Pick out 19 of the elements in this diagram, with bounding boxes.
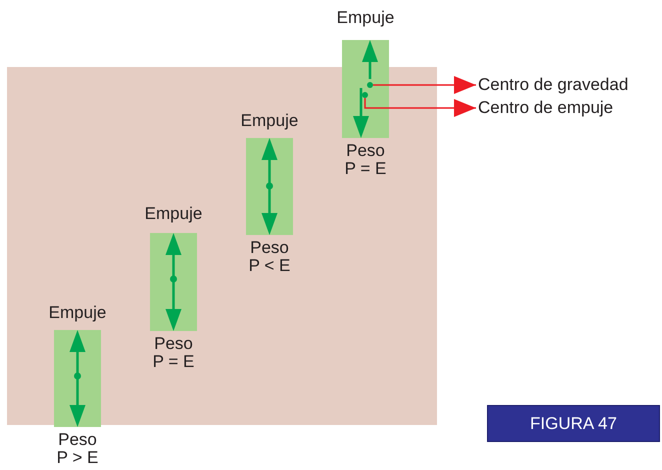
relation-label: P = E [344,159,386,179]
center-point [367,82,373,88]
center-point [362,92,368,98]
figure-number-label: FIGURA 47 [487,405,660,442]
force-label: Peso [58,430,97,450]
force-label: Empuje [240,111,298,131]
force-label: Empuje [48,303,106,323]
force-label: Peso [346,141,385,161]
callout-text: Centro de gravedad [478,75,628,95]
force-label: Peso [154,334,193,354]
relation-label: P < E [248,256,290,276]
force-label: Empuje [144,204,202,224]
leader-line [373,76,476,94]
callout-text: Centro de empuje [478,98,614,118]
force-label: Empuje [336,8,394,28]
force-label: Peso [250,238,289,258]
relation-label: P = E [152,352,194,372]
relation-label: P > E [56,448,98,468]
leader-line [364,98,476,117]
